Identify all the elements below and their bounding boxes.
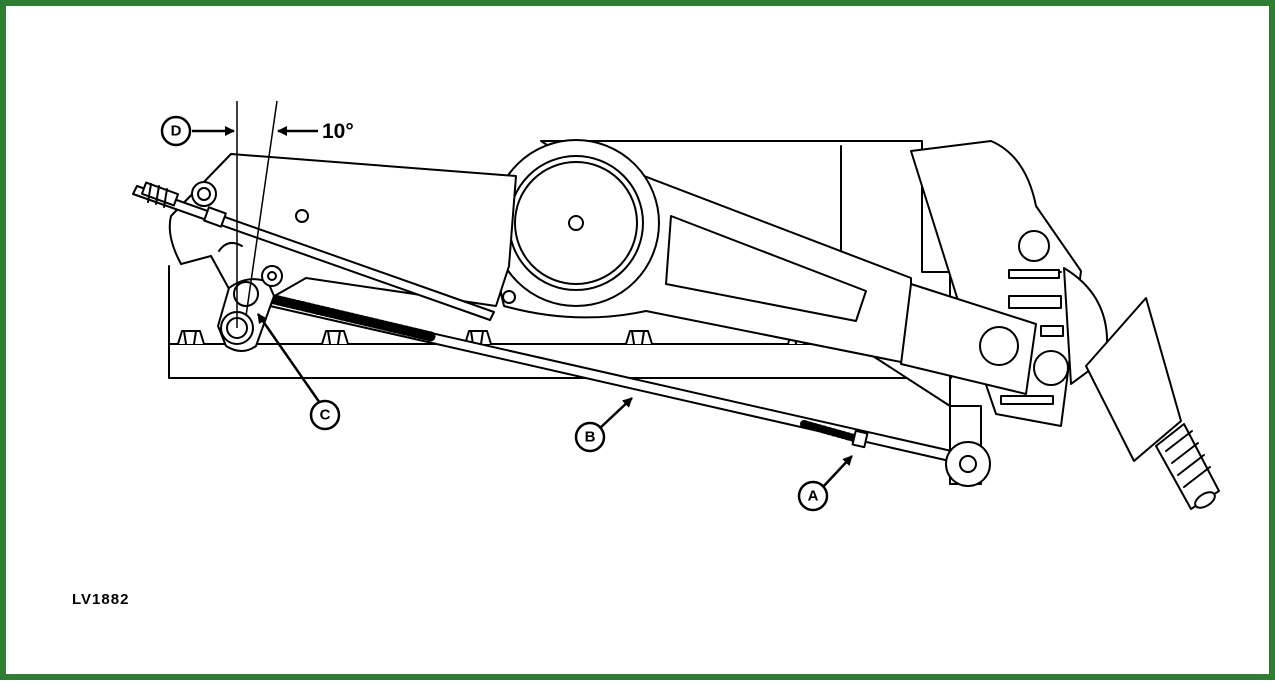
- linkage-diagram: D C B A 10° LV1882: [72, 100, 1220, 608]
- hydraulic-fitting: [1085, 297, 1220, 510]
- callout-c-label: C: [320, 407, 331, 424]
- callout-b-label: B: [585, 429, 596, 446]
- arm-clevis: [900, 283, 1037, 395]
- callout-d-label: D: [171, 123, 182, 140]
- upper-control-rod: [132, 181, 495, 321]
- callout-d: D: [160, 115, 192, 147]
- callout-a-label: A: [808, 488, 819, 505]
- pivot-arm: [492, 139, 912, 365]
- angle-reference-lines: [236, 100, 278, 328]
- callout-c: C: [309, 399, 341, 431]
- figure-id: LV1882: [72, 591, 129, 608]
- right-bracket: [910, 140, 1082, 427]
- angle-label: 10°: [322, 120, 354, 143]
- callout-b: B: [574, 421, 606, 453]
- bellcrank: [168, 153, 517, 307]
- callout-arrows: [192, 126, 853, 489]
- callout-a: A: [797, 480, 829, 512]
